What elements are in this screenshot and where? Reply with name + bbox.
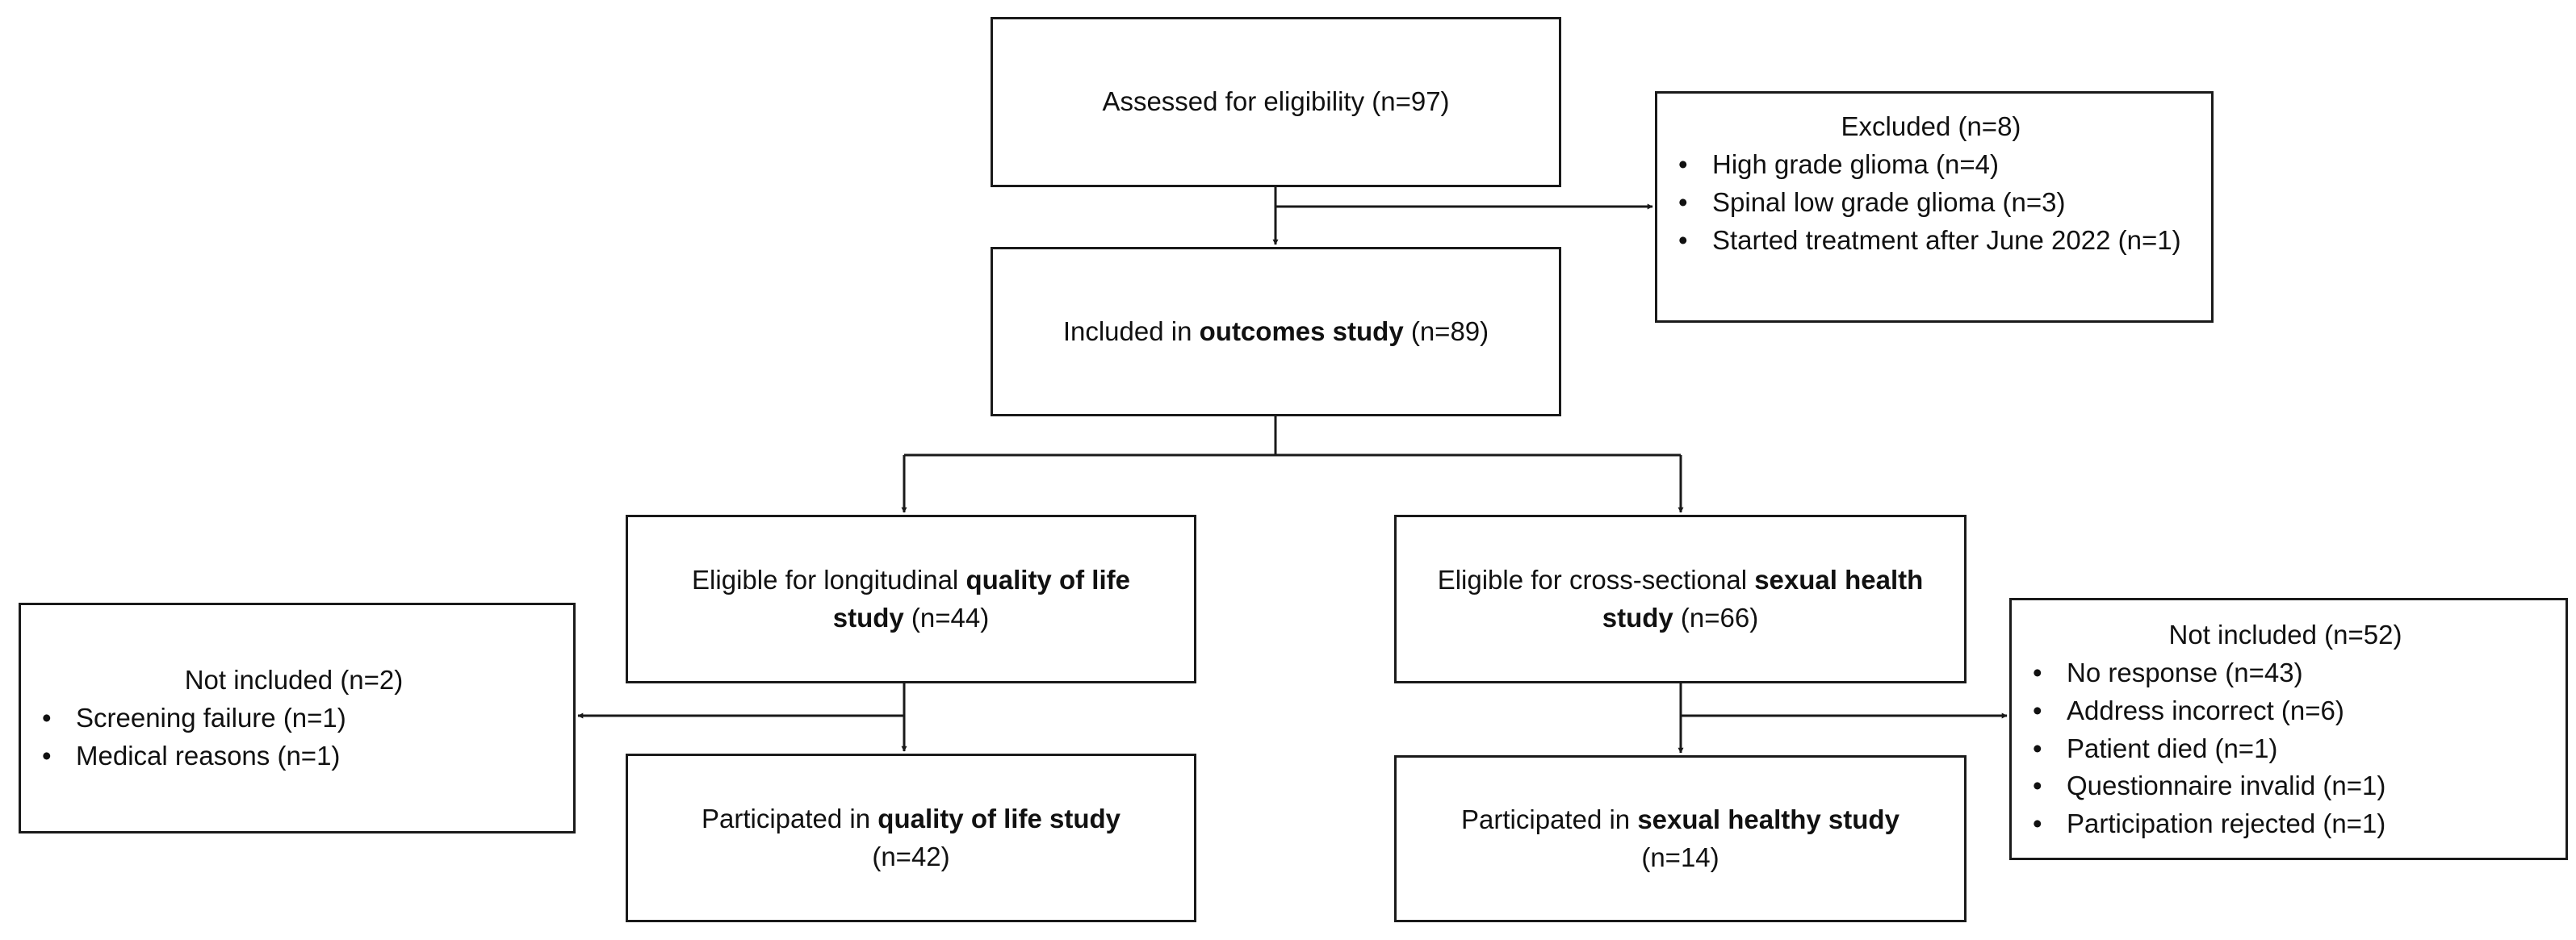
qol-participated-pre: Participated in xyxy=(702,803,878,833)
sh-eligible-box: Eligible for cross-sectional sexual heal… xyxy=(1394,515,1967,683)
sh-eligible-line2: study (n=66) xyxy=(1602,600,1759,637)
qol-not-included-item: Screening failure (n=1) xyxy=(39,700,549,737)
outcomes-box: Included in outcomes study (n=89) xyxy=(991,247,1561,416)
excluded-list: High grade glioma (n=4) Spinal low grade… xyxy=(1675,146,2187,260)
qol-not-included-list: Screening failure (n=1) Medical reasons … xyxy=(39,700,549,775)
qol-eligible-bold2: study xyxy=(832,602,904,633)
outcomes-bold: outcomes study xyxy=(1199,315,1404,346)
qol-eligible-pre: Eligible for longitudinal xyxy=(692,564,966,595)
sh-eligible-bold1: sexual health xyxy=(1754,564,1924,595)
qol-participated-bold: quality of life study xyxy=(878,803,1120,833)
excluded-item: High grade glioma (n=4) xyxy=(1675,146,2187,184)
outcomes-text: Included in outcomes study (n=89) xyxy=(1063,313,1489,351)
qol-not-included-box: Not included (n=2) Screening failure (n=… xyxy=(19,603,576,833)
sh-not-included-box: Not included (n=52) No response (n=43) A… xyxy=(2009,598,2568,860)
sh-not-included-item: Patient died (n=1) xyxy=(2029,730,2541,768)
sh-participated-count: (n=14) xyxy=(1641,842,1719,872)
sh-not-included-item: Address incorrect (n=6) xyxy=(2029,692,2541,730)
outcomes-pre: Included in xyxy=(1062,315,1200,346)
sh-participated-box: Participated in sexual healthy study (n=… xyxy=(1394,755,1967,922)
excluded-box: Excluded (n=8) High grade glioma (n=4) S… xyxy=(1655,91,2214,323)
excluded-item: Started treatment after June 2022 (n=1) xyxy=(1675,222,2187,260)
sh-not-included-item: Questionnaire invalid (n=1) xyxy=(2029,767,2541,805)
qol-participated-box: Participated in quality of life study (n… xyxy=(626,754,1196,922)
qol-not-included-title: Not included (n=2) xyxy=(184,665,404,695)
sh-eligible-post: (n=66) xyxy=(1673,602,1759,633)
sh-eligible-line1: Eligible for cross-sectional sexual heal… xyxy=(1438,562,1924,600)
qol-eligible-post: (n=44) xyxy=(903,602,990,633)
qol-not-included-item: Medical reasons (n=1) xyxy=(39,737,549,775)
qol-eligible-line1: Eligible for longitudinal quality of lif… xyxy=(692,562,1130,600)
sh-not-included-item: Participation rejected (n=1) xyxy=(2029,805,2541,843)
excluded-item: Spinal low grade glioma (n=3) xyxy=(1675,184,2187,222)
sh-participated-pre: Participated in xyxy=(1461,804,1638,834)
excluded-title: Excluded (n=8) xyxy=(1841,111,2021,141)
qol-eligible-bold1: quality of life xyxy=(965,564,1130,595)
sh-participated-bold: sexual healthy study xyxy=(1637,804,1900,834)
assessed-box: Assessed for eligibility (n=97) xyxy=(991,17,1561,187)
sh-not-included-list: No response (n=43) Address incorrect (n=… xyxy=(2029,654,2541,843)
qol-participated-line1: Participated in quality of life study xyxy=(702,800,1120,838)
sh-not-included-item: No response (n=43) xyxy=(2029,654,2541,692)
sh-not-included-title: Not included (n=52) xyxy=(2168,620,2402,650)
outcomes-post: (n=89) xyxy=(1403,315,1489,346)
sh-eligible-pre: Eligible for cross-sectional xyxy=(1437,564,1755,595)
assessed-text: Assessed for eligibility (n=97) xyxy=(1102,86,1450,117)
qol-eligible-line2: study (n=44) xyxy=(833,600,990,637)
qol-eligible-box: Eligible for longitudinal quality of lif… xyxy=(626,515,1196,683)
sh-eligible-bold2: study xyxy=(1602,602,1673,633)
qol-participated-count: (n=42) xyxy=(872,841,950,871)
sh-participated-line1: Participated in sexual healthy study xyxy=(1461,801,1900,839)
